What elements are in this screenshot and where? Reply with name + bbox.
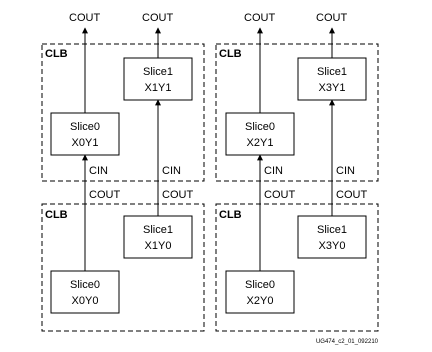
clb-box-left-top [41,43,205,182]
slice-box-x2y1 [225,112,295,156]
slice-box-x3y1 [297,57,367,101]
slice-name-x1y1: Slice1 [143,66,173,78]
slice-name-x2y0: Slice0 [245,279,275,291]
slice-coord-x0y0: X0Y0 [72,295,99,307]
slice-name-x1y0: Slice1 [143,224,173,236]
cin-label-4: CIN [336,165,355,177]
slice-coord-x2y0: X2Y0 [247,295,274,307]
clb-label-right-top: CLB [219,48,242,60]
slice-box-x2y0 [225,270,295,314]
slice-coord-x1y1: X1Y1 [145,82,172,94]
cout-label-mid-3: COUT [264,189,295,201]
cout-label-top-1: COUT [69,12,100,24]
slice-box-x0y0 [50,270,120,314]
slice-box-x1y0 [123,215,193,259]
figure-id: UG474_c2_01_092210 [316,339,379,345]
slice-name-x2y1: Slice0 [245,121,275,133]
slice-name-x3y1: Slice1 [317,66,347,78]
slice-coord-x3y0: X3Y0 [319,240,346,252]
slice-name-x0y0: Slice0 [70,279,100,291]
cin-label-1: CIN [89,165,108,177]
clb-label-left-bottom: CLB [45,209,68,221]
clb-label-right-bottom: CLB [219,209,242,221]
slice-coord-x3y1: X3Y1 [319,82,346,94]
cout-label-top-2: COUT [142,12,173,24]
slice-coord-x0y1: X0Y1 [72,137,99,149]
slice-box-x3y0 [297,215,367,259]
slice-name-x0y1: Slice0 [70,121,100,133]
cout-label-top-4: COUT [316,12,347,24]
cout-label-mid-1: COUT [89,189,120,201]
slice-coord-x1y0: X1Y0 [145,240,172,252]
clb-box-right-top [215,43,379,182]
slice-name-x3y0: Slice1 [317,224,347,236]
cout-label-top-3: COUT [244,12,275,24]
cin-label-2: CIN [162,165,181,177]
slice-box-x0y1 [50,112,120,156]
cin-label-3: CIN [264,165,283,177]
cout-label-mid-2: COUT [162,189,193,201]
clb-label-left-top: CLB [45,48,68,60]
clb-box-left-bottom [41,203,205,332]
cout-label-mid-4: COUT [336,189,367,201]
slice-coord-x2y1: X2Y1 [247,137,274,149]
slice-box-x1y1 [123,57,193,101]
clb-box-right-bottom [215,203,379,332]
